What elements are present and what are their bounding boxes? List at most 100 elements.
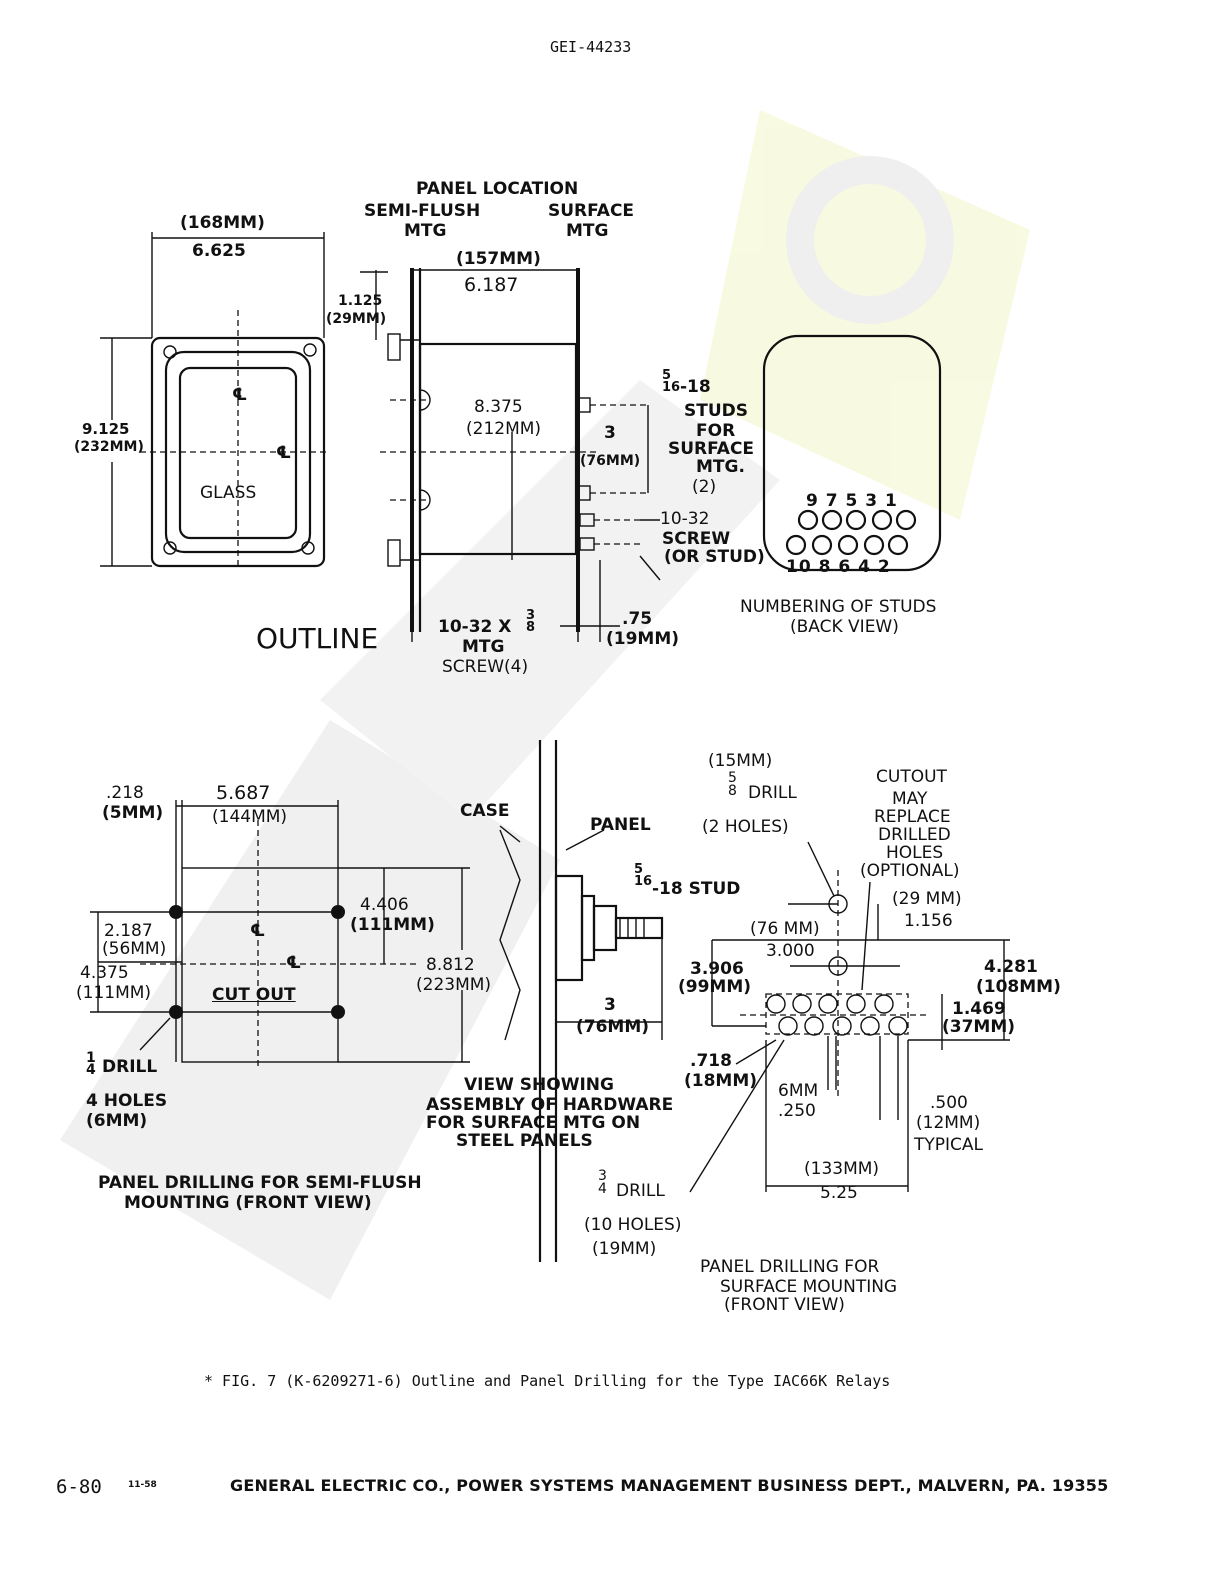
surface-left-in: 3.906 xyxy=(690,959,744,979)
studs-thread: -18 xyxy=(680,377,711,397)
drill34-label: DRILL xyxy=(616,1181,665,1201)
outline-offset-in: 1.125 xyxy=(338,293,383,309)
document-number: GEI-44233 xyxy=(550,38,632,56)
surface-typical-label: TYPICAL xyxy=(914,1135,984,1155)
projection-in: .75 xyxy=(622,609,653,629)
surface-row-in: 1.469 xyxy=(952,999,1006,1019)
outline-width-mm: (168MM) xyxy=(180,213,265,233)
surface-width-mm: (133MM) xyxy=(804,1159,880,1179)
sf-center-mark: ℄ xyxy=(250,921,266,941)
outline-height-in: 9.125 xyxy=(82,420,130,438)
surface-row-mm: (37MM) xyxy=(942,1017,1016,1037)
outline-title: OUTLINE xyxy=(256,622,379,655)
hw-dim-mm: (76MM) xyxy=(576,1017,650,1037)
stud-numbers-top: 9 7 5 3 1 xyxy=(806,491,898,511)
stud-spacing-in: 3 xyxy=(604,423,616,443)
cutout-label: CUT OUT xyxy=(212,985,296,1005)
semi-flush-label: SEMI-FLUSH xyxy=(364,201,481,221)
surface-pitch-mm: 6MM xyxy=(778,1081,819,1101)
panel-location-label: PANEL LOCATION xyxy=(416,179,579,199)
surface-left-mm: (99MM) xyxy=(678,977,752,997)
outline-inner-mm: (212MM) xyxy=(466,419,542,439)
drill-hole xyxy=(331,1005,345,1019)
sf-width-in: 5.687 xyxy=(216,782,271,804)
cutout-note-3: REPLACE xyxy=(874,807,951,827)
surface-offset-mm: (29 MM) xyxy=(892,889,962,909)
screw-or-stud: (OR STUD) xyxy=(664,547,765,567)
drill-hole xyxy=(169,1005,183,1019)
outline-width-in: 6.625 xyxy=(192,241,246,261)
sf-height-in: 8.812 xyxy=(426,955,475,975)
sf-edge-in: .218 xyxy=(106,783,144,803)
hardware-title-4: STEEL PANELS xyxy=(456,1131,593,1151)
projection-mm: (19MM) xyxy=(606,629,680,649)
mtg-screw-count: SCREW(4) xyxy=(442,657,529,677)
surface-right-in: 4.281 xyxy=(984,957,1038,977)
glass-label: GLASS xyxy=(200,483,257,503)
hardware-title-2: ASSEMBLY OF HARDWARE xyxy=(426,1095,674,1115)
panel-label: PANEL xyxy=(590,815,651,835)
outline-height-mm: (232MM) xyxy=(74,439,144,455)
date-code: 11-58 xyxy=(128,1480,157,1490)
surface-title-1: PANEL DRILLING FOR xyxy=(700,1257,880,1277)
surface-right-mm: (108MM) xyxy=(976,977,1061,997)
cutout-note-5: HOLES xyxy=(886,843,944,863)
screw-label: SCREW xyxy=(662,529,731,549)
sf-v2-in: 4.375 xyxy=(80,963,129,983)
hw-stud-label: -18 STUD xyxy=(652,879,741,899)
stud-numbers-bottom: 10 8 6 4 2 xyxy=(786,557,891,577)
screw-size: 10-32 xyxy=(660,509,710,529)
surface-holes xyxy=(766,894,908,1036)
outline-inner-in: 8.375 xyxy=(474,397,523,417)
sf-width-mm: (144MM) xyxy=(212,807,288,827)
outline-depth-mm: (157MM) xyxy=(456,249,541,269)
figure-caption: * FIG. 7 (K-6209271-6) Outline and Panel… xyxy=(204,1372,891,1390)
cutout-note-4: DRILLED xyxy=(878,825,951,845)
sf-center-mark: ℄ xyxy=(286,953,302,973)
drill-hole xyxy=(169,905,183,919)
hardware-title-3: FOR SURFACE MTG ON xyxy=(426,1113,641,1133)
surface-spacing-in: 3.000 xyxy=(766,941,815,961)
surface-offset-in: 1.156 xyxy=(904,911,953,931)
watermark-letter-shape xyxy=(60,720,560,1300)
surface-bottom-mm: (18MM) xyxy=(684,1071,758,1091)
surface-width-in: 5.25 xyxy=(820,1183,858,1203)
drill58-label: DRILL xyxy=(748,783,797,803)
studs-surface: SURFACE xyxy=(668,439,755,459)
mtg-screw-mtg: MTG xyxy=(462,637,505,657)
cutout-note-6: (OPTIONAL) xyxy=(860,861,960,881)
semi-flush-mtg-label: MTG xyxy=(404,221,447,241)
surface-bottom-in: .718 xyxy=(690,1051,732,1071)
drill34-mm: (19MM) xyxy=(592,1239,657,1259)
sf-drill-mm: (6MM) xyxy=(86,1111,148,1131)
drill58-count: (2 HOLES) xyxy=(702,817,789,837)
surface-pitch-in: .250 xyxy=(778,1101,816,1121)
drill34-count: (10 HOLES) xyxy=(584,1215,682,1235)
surface-mtg-label: MTG xyxy=(566,221,609,241)
sf-height-mm: (223MM) xyxy=(416,975,492,995)
studs-mtg: MTG. xyxy=(696,457,745,477)
sf-half-height-in: 4.406 xyxy=(360,895,409,915)
surface-title-3: (FRONT VIEW) xyxy=(724,1295,845,1315)
studs-label: STUDS xyxy=(684,401,748,421)
cutout-note-2: MAY xyxy=(892,789,928,809)
cutout-note-1: CUTOUT xyxy=(876,767,947,787)
stud-numbering-subtitle: (BACK VIEW) xyxy=(790,617,899,637)
surface-spacing-mm: (76 MM) xyxy=(750,919,820,939)
sf-v2-mm: (111MM) xyxy=(76,983,152,1003)
sf-half-height-mm: (111MM) xyxy=(350,915,435,935)
page-number: 6-80 xyxy=(56,1476,102,1498)
case-label: CASE xyxy=(460,801,510,821)
stud-numbering-title: NUMBERING OF STUDS xyxy=(740,597,937,617)
surface-title-2: SURFACE MOUNTING xyxy=(720,1277,898,1297)
outline-center-mark: ℄ xyxy=(232,385,248,405)
studs-for: FOR xyxy=(696,421,736,441)
watermark-gear-icon xyxy=(786,156,954,324)
surface-typical-in: .500 xyxy=(930,1093,968,1113)
semi-flush-title: PANEL DRILLING FOR SEMI-FLUSH xyxy=(98,1173,422,1193)
